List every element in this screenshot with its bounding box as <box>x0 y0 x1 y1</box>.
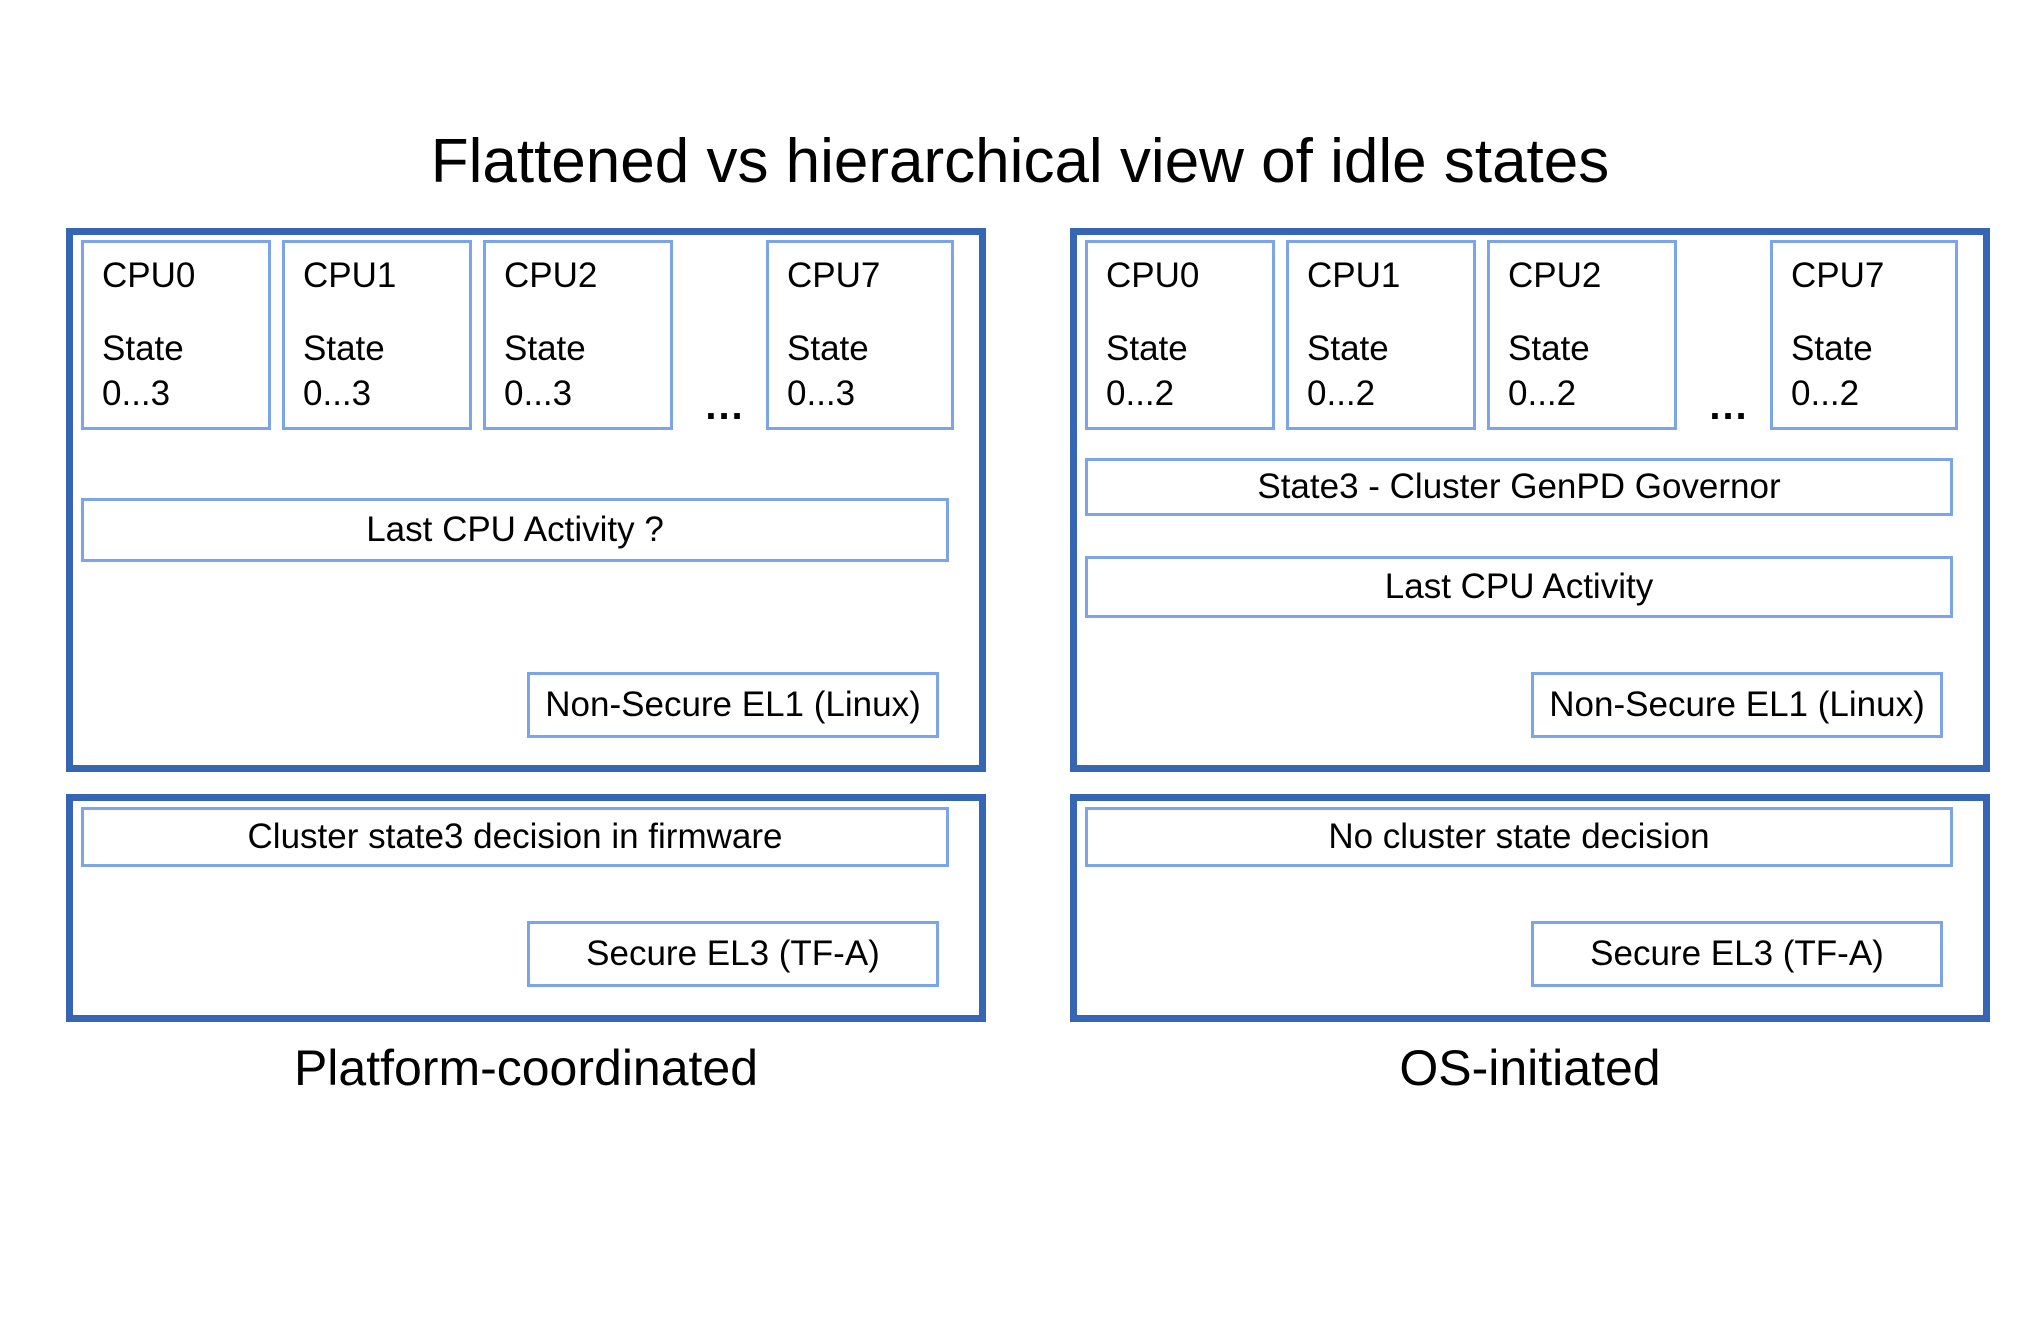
cpu-state-line1: State <box>1791 329 1873 369</box>
cpu-state-line1: State <box>504 329 586 369</box>
cpu-label: CPU7 <box>787 256 881 295</box>
cpu-state: State 0...3 <box>787 327 945 417</box>
cpu-state: State 0...3 <box>504 327 664 417</box>
nonsecure-el1-label-box: Non-Secure EL1 (Linux) <box>1531 672 1943 738</box>
cpu-state-line1: State <box>102 329 184 369</box>
cpu-state: State 0...2 <box>1106 327 1266 417</box>
cpu-state: State 0...2 <box>1508 327 1668 417</box>
cpu-label: CPU1 <box>1307 256 1401 295</box>
cpu-state-line1: State <box>787 329 869 369</box>
cpu-label: CPU1 <box>303 256 397 295</box>
cpu-label: CPU0 <box>1106 256 1200 295</box>
cpu-row: CPU0 State 0...3 CPU1 State 0...3 CPU2 <box>81 240 954 430</box>
cpu-box-cpu1: CPU1 State 0...2 <box>1286 240 1476 430</box>
cpu-state-line1: State <box>1106 329 1188 369</box>
cpu-state: State 0...3 <box>102 327 262 417</box>
last-cpu-activity-box: Last CPU Activity <box>1085 556 1953 618</box>
cpu-state-line2: 0...3 <box>504 374 573 414</box>
cpu-box-cpu7: CPU7 State 0...2 <box>1770 240 1958 430</box>
cluster-decision-box: Cluster state3 decision in firmware <box>81 807 949 867</box>
nonsecure-el1-panel: CPU0 State 0...2 CPU1 State 0...2 CPU2 <box>1070 228 1990 772</box>
secure-el3-label-box: Secure EL3 (TF-A) <box>527 921 939 987</box>
nonsecure-el1-panel: CPU0 State 0...3 CPU1 State 0...3 CPU2 <box>66 228 986 772</box>
cpu-state-line1: State <box>303 329 385 369</box>
cpu-ellipsis: ... <box>705 384 745 428</box>
slide-title: Flattened vs hierarchical view of idle s… <box>430 127 1610 196</box>
cpu-state-line2: 0...2 <box>1508 374 1577 414</box>
cpu-state: State 0...2 <box>1791 327 1949 417</box>
cpu-state-line2: 0...2 <box>1106 374 1175 414</box>
cpu-ellipsis: ... <box>1709 384 1749 428</box>
secure-el3-panel: Cluster state3 decision in firmware Secu… <box>66 794 986 1022</box>
cpu-box-cpu0: CPU0 State 0...2 <box>1085 240 1275 430</box>
panel-caption-os: OS-initiated <box>1399 1040 1661 1096</box>
secure-el3-panel: No cluster state decision Secure EL3 (TF… <box>1070 794 1990 1022</box>
cpu-row: CPU0 State 0...2 CPU1 State 0...2 CPU2 <box>1085 240 1958 430</box>
cpu-state-line1: State <box>1508 329 1590 369</box>
secure-el3-label-box: Secure EL3 (TF-A) <box>1531 921 1943 987</box>
cpu-box-cpu2: CPU2 State 0...3 <box>483 240 673 430</box>
cpu-box-cpu0: CPU0 State 0...3 <box>81 240 271 430</box>
state3-governor-box: State3 - Cluster GenPD Governor <box>1085 458 1953 516</box>
cpu-box-cpu7: CPU7 State 0...3 <box>766 240 954 430</box>
cpu-box-cpu1: CPU1 State 0...3 <box>282 240 472 430</box>
platform-coordinated-diagram: CPU0 State 0...3 CPU1 State 0...3 CPU2 <box>66 228 986 1098</box>
nonsecure-el1-label-box: Non-Secure EL1 (Linux) <box>527 672 939 738</box>
no-cluster-decision-box: No cluster state decision <box>1085 807 1953 867</box>
cpu-state-line2: 0...2 <box>1307 374 1376 414</box>
cpu-state-line2: 0...3 <box>787 374 856 414</box>
cpu-label: CPU0 <box>102 256 196 295</box>
cpu-state-line1: State <box>1307 329 1389 369</box>
panel-caption-platform: Platform-coordinated <box>293 1040 759 1096</box>
cpu-label: CPU2 <box>1508 256 1602 295</box>
cpu-state-line2: 0...3 <box>102 374 171 414</box>
cpu-state: State 0...3 <box>303 327 463 417</box>
cpu-label: CPU7 <box>1791 256 1885 295</box>
last-cpu-activity-box: Last CPU Activity ? <box>81 498 949 562</box>
os-initiated-diagram: CPU0 State 0...2 CPU1 State 0...2 CPU2 <box>1070 228 1990 1098</box>
cpu-box-cpu2: CPU2 State 0...2 <box>1487 240 1677 430</box>
cpu-state: State 0...2 <box>1307 327 1467 417</box>
cpu-state-line2: 0...2 <box>1791 374 1860 414</box>
cpu-state-line2: 0...3 <box>303 374 372 414</box>
cpu-label: CPU2 <box>504 256 598 295</box>
